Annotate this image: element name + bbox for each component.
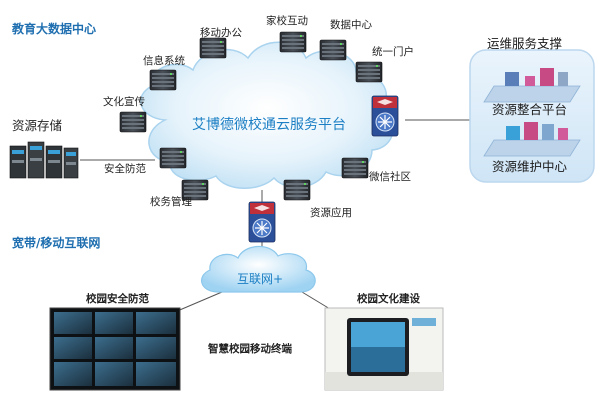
server-icon [355, 61, 383, 83]
server-icon [283, 179, 311, 201]
node-label-unified-portal: 统一门户 [372, 46, 414, 58]
node-label-data-center: 数据中心 [330, 19, 372, 31]
server-icon [279, 31, 307, 53]
mobile-terminal-label: 智慧校园移动终端 [208, 343, 292, 355]
culture-display-image [324, 307, 444, 391]
culture-image-label: 校园文化建设 [357, 293, 420, 305]
node-label-resource-app: 资源应用 [310, 207, 352, 219]
node-label-mobile-office: 移动办公 [200, 27, 242, 39]
server-icon [159, 147, 187, 169]
ops-support-title: 运维服务支撑 [487, 36, 563, 51]
internet-cloud [201, 245, 316, 293]
node-label-info-system: 信息系统 [143, 55, 185, 67]
broadband-title: 宽带/移动互联网 [12, 236, 101, 250]
internet-label: 互联网+ [237, 272, 284, 286]
node-label-security: 安全防范 [104, 163, 146, 175]
node-label-home-school: 家校互动 [266, 15, 308, 27]
server-icon [341, 157, 369, 179]
router-icon [248, 201, 276, 243]
ops-panel [469, 49, 595, 183]
router-icon [371, 95, 399, 137]
security-monitor-wall-image [49, 307, 181, 391]
storage-rack-icon [9, 141, 79, 179]
server-icon [119, 111, 147, 133]
internet-security-link [174, 291, 223, 313]
cloud-platform-title: 艾博德微校通云服务平台 [192, 117, 346, 133]
ops-item-integration: 资源整合平台 [492, 102, 568, 117]
maintenance-center-icon [483, 122, 581, 157]
security-image-label: 校园安全防范 [86, 293, 149, 305]
node-label-admin: 校务管理 [150, 196, 192, 208]
server-icon [199, 37, 227, 59]
ops-item-maintenance: 资源维护中心 [492, 159, 568, 174]
server-icon [149, 69, 177, 91]
node-label-culture: 文化宣传 [103, 96, 145, 108]
big-data-center-title: 教育大数据中心 [12, 22, 97, 36]
integration-platform-icon [483, 68, 581, 103]
storage-label: 资源存储 [12, 118, 63, 133]
server-icon [319, 39, 347, 61]
node-label-wechat: 微信社区 [369, 171, 411, 183]
